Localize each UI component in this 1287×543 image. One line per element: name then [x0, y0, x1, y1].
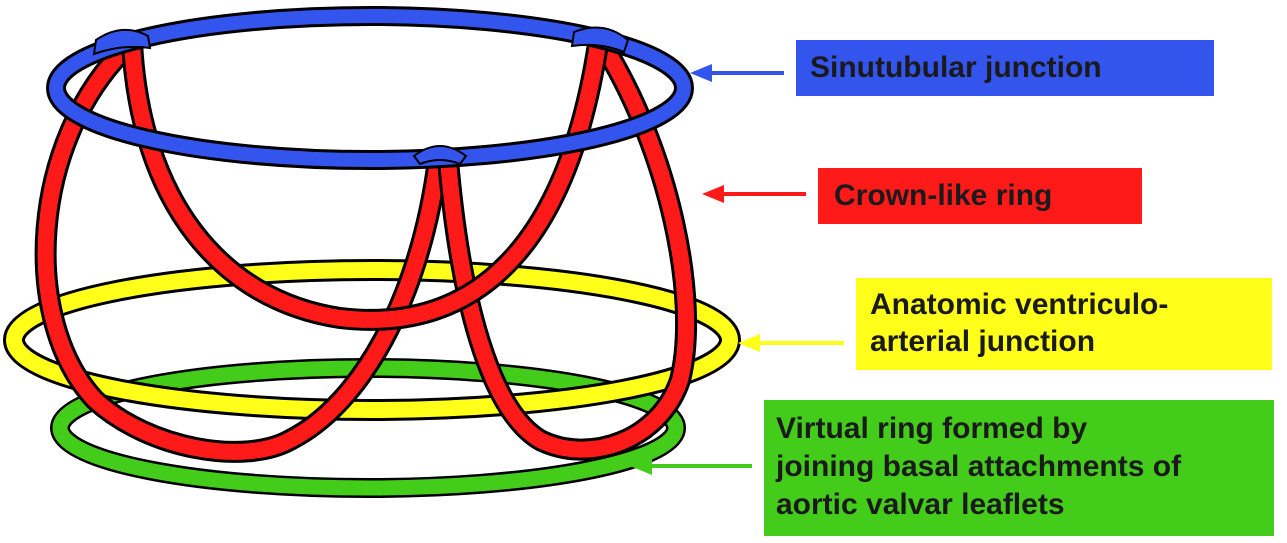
virtual-ring-label: Virtual ring formed by joining basal att… — [764, 400, 1274, 536]
label-line: Anatomic ventriculo- — [870, 288, 1169, 321]
arrow-virtual-ring — [630, 457, 752, 475]
label-line: joining basal attachments of — [776, 450, 1182, 483]
label-line: Crown-like ring — [834, 179, 1053, 212]
label-line: arterial junction — [870, 325, 1096, 358]
arrow-ventriculo-arterial — [738, 334, 844, 352]
ventriculo-arterial-junction-label: Anatomic ventriculo- arterial junction — [856, 278, 1272, 370]
crown-like-ring-label: Crown-like ring — [818, 168, 1142, 224]
sinutubular-junction-ring — [46, 6, 694, 170]
arrow-crown — [702, 185, 806, 203]
arrow-sinutubular — [690, 64, 784, 82]
label-line: aortic valvar leaflets — [776, 488, 1065, 521]
ventriculo-arterial-junction-ring — [3, 259, 741, 421]
sinutubular-junction-label: Sinutubular junction — [796, 40, 1214, 96]
label-line: Virtual ring formed by — [776, 412, 1088, 445]
crown-like-ring — [34, 29, 698, 463]
label-line: Sinutubular junction — [810, 51, 1102, 84]
